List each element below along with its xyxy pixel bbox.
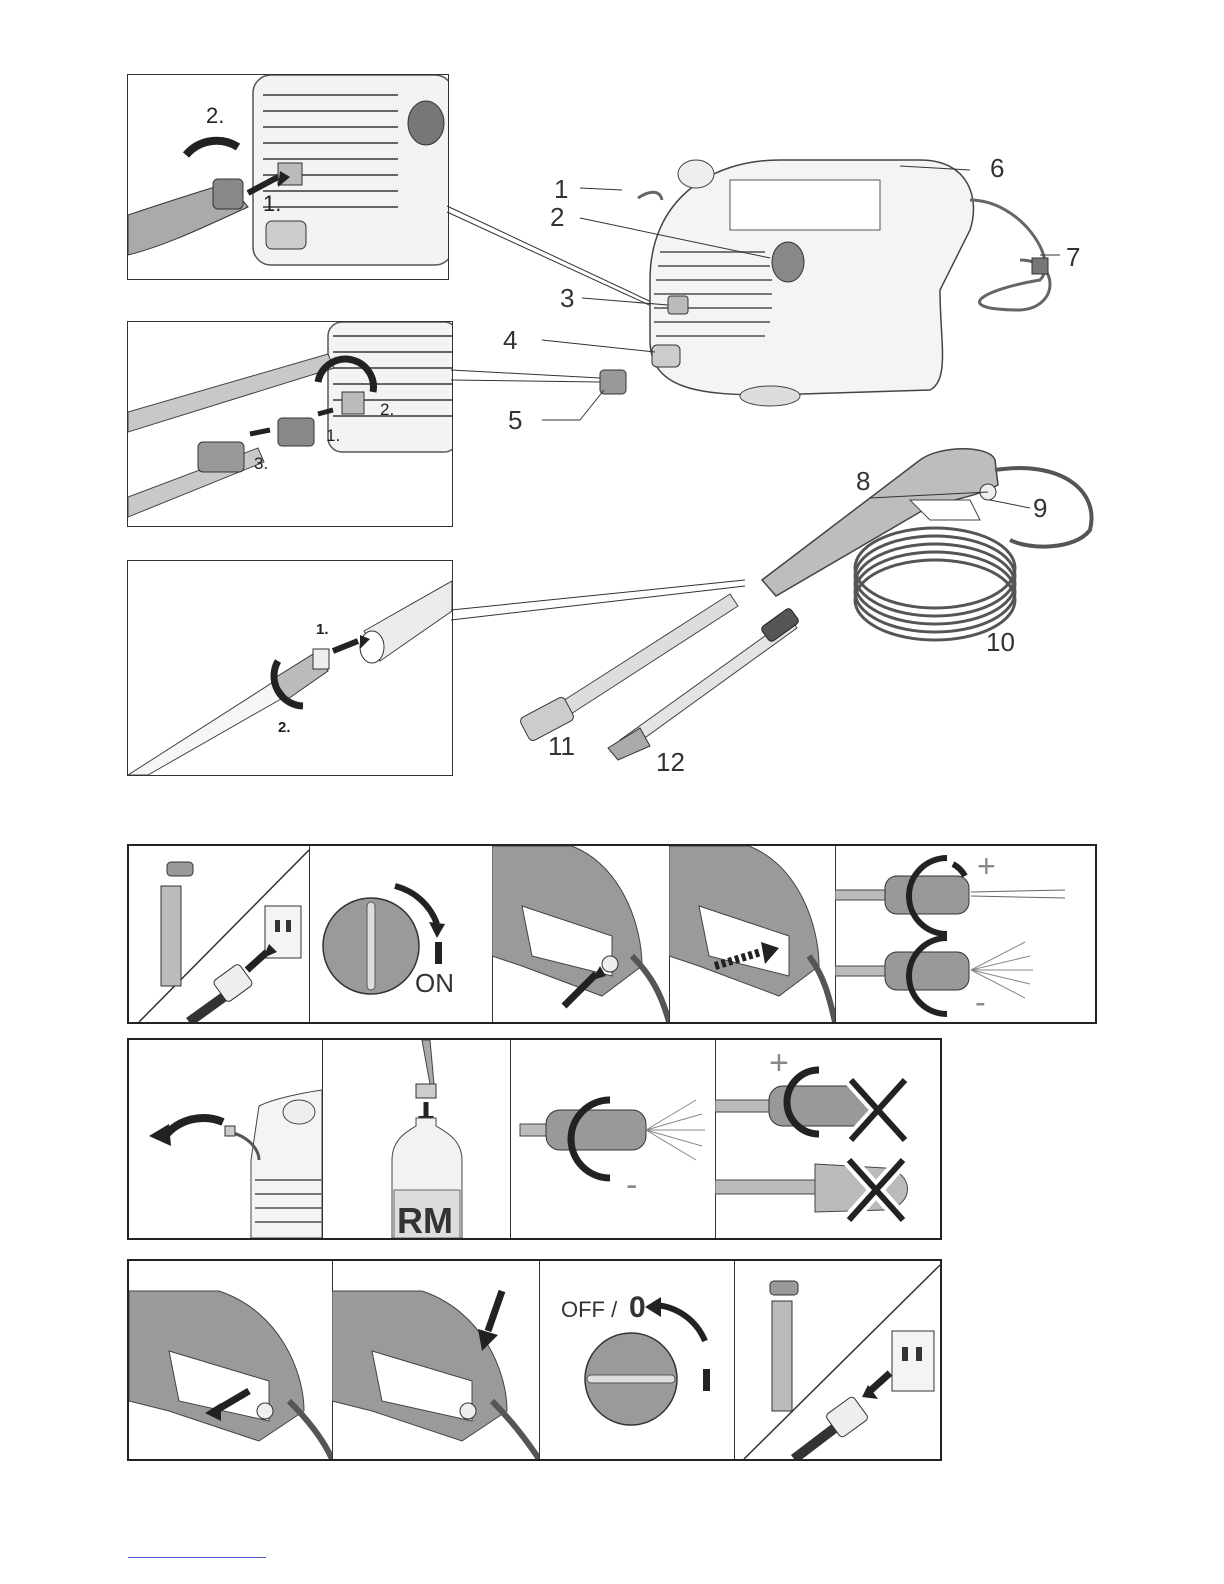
part-label-6: 6	[990, 153, 1004, 184]
step-engage-trigger-lock	[332, 1261, 540, 1459]
part-label-12: 12	[656, 747, 685, 778]
detergent-bottle-label: RM	[397, 1200, 453, 1238]
part-label-4: 4	[503, 325, 517, 356]
instruction-strip-shutdown: OFF / 0	[127, 1259, 942, 1461]
step-adjust-spray: + -	[835, 846, 1095, 1022]
footer-rule	[128, 1557, 266, 1558]
part-label-7: 7	[1066, 242, 1080, 273]
switch-zero-symbol: 0	[629, 1291, 646, 1325]
plus-sign: +	[769, 1044, 789, 1083]
plus-sign: +	[977, 848, 996, 885]
step-pull-trigger	[669, 846, 836, 1022]
part-label-11: 11	[548, 731, 575, 762]
minus-sign: -	[975, 984, 986, 1021]
instruction-strip-detergent: RM - +	[127, 1038, 942, 1240]
step-no-high-pressure-nozzle: +	[715, 1040, 940, 1238]
step-switch-off: OFF / 0	[539, 1261, 735, 1459]
instruction-strip-start: ON	[127, 844, 1097, 1024]
pressure-washer-overview	[500, 140, 1120, 780]
part-label-5: 5	[508, 405, 522, 436]
step-switch-on: ON	[309, 846, 493, 1022]
minus-sign: -	[626, 1166, 637, 1205]
part-label-2: 2	[550, 202, 564, 233]
step-set-low-pressure: -	[510, 1040, 716, 1238]
part-label-3: 3	[560, 283, 574, 314]
step-release-trigger-lock	[492, 846, 670, 1022]
step-plug-in	[129, 846, 310, 1022]
part-label-1: 1	[554, 174, 568, 205]
step-remove-detergent-tube	[129, 1040, 323, 1238]
step-insert-tube-in-bottle: RM	[322, 1040, 511, 1238]
switch-on-label: ON	[415, 968, 454, 999]
part-label-9: 9	[1033, 493, 1047, 524]
switch-off-label: OFF /	[561, 1297, 617, 1323]
step-unplug	[734, 1261, 940, 1459]
step-release-trigger	[129, 1261, 333, 1459]
part-label-10: 10	[986, 627, 1015, 658]
part-label-8: 8	[856, 466, 870, 497]
